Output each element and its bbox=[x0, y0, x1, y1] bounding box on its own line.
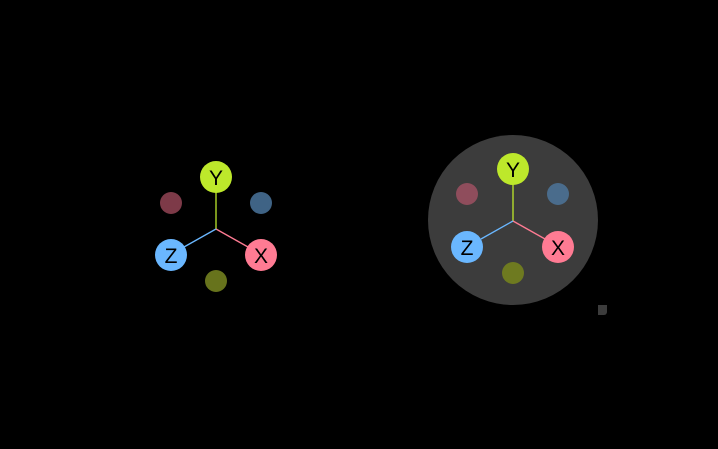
navigation-gizmo[interactable]: Y X Z bbox=[142, 147, 292, 297]
negative-y-axis-button[interactable] bbox=[205, 270, 227, 292]
x-axis-label: X bbox=[551, 237, 565, 260]
negative-x-axis-button[interactable] bbox=[160, 192, 182, 214]
z-axis-line bbox=[183, 228, 217, 248]
z-axis-line bbox=[480, 220, 514, 240]
z-axis-label: Z bbox=[165, 245, 178, 268]
y-axis-button[interactable]: Y bbox=[200, 161, 232, 193]
negative-z-axis-button[interactable] bbox=[250, 192, 272, 214]
x-axis-button[interactable]: X bbox=[245, 239, 277, 271]
z-axis-button[interactable]: Z bbox=[451, 231, 483, 263]
y-axis-button[interactable]: Y bbox=[497, 153, 529, 185]
negative-z-axis-button[interactable] bbox=[547, 183, 569, 205]
y-axis-label: Y bbox=[506, 159, 520, 182]
navigation-gizmo-hover[interactable]: Y X Z bbox=[428, 135, 598, 305]
x-axis-line bbox=[512, 220, 546, 240]
navigation-gizmo-hover-graphic: Y X Z bbox=[428, 135, 598, 305]
navigation-gizmo-graphic: Y X Z bbox=[155, 161, 277, 292]
y-axis-label: Y bbox=[209, 167, 223, 190]
x-axis-button[interactable]: X bbox=[542, 231, 574, 263]
resize-handle[interactable] bbox=[598, 305, 607, 315]
negative-x-axis-button[interactable] bbox=[456, 183, 478, 205]
negative-y-axis-button[interactable] bbox=[502, 262, 524, 284]
x-axis-label: X bbox=[254, 245, 268, 268]
x-axis-line bbox=[215, 228, 249, 248]
z-axis-button[interactable]: Z bbox=[155, 239, 187, 271]
z-axis-label: Z bbox=[461, 237, 474, 260]
